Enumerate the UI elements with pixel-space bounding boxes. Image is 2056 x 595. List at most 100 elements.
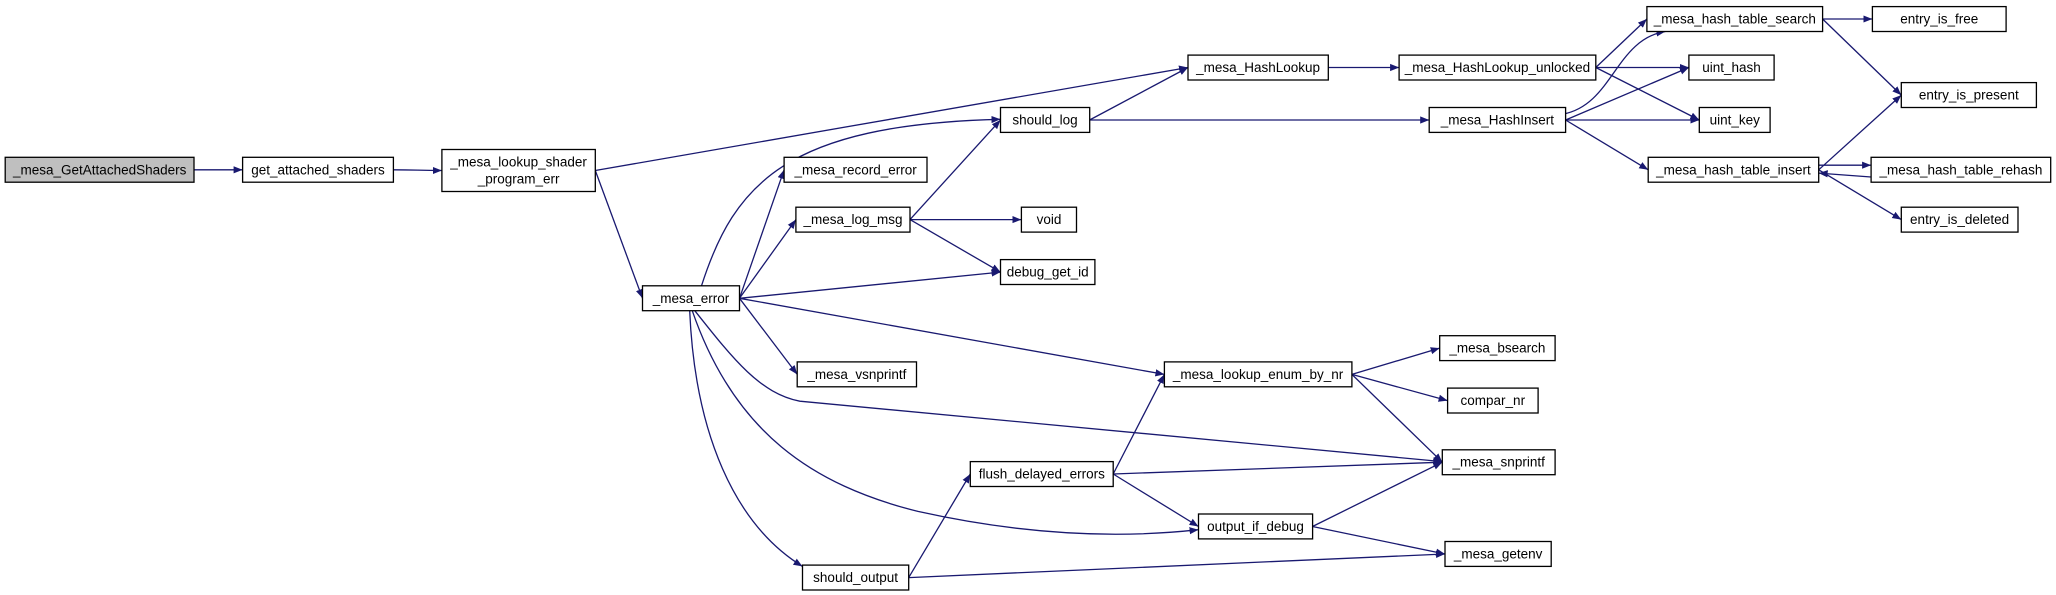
node-label: void (1037, 212, 1062, 227)
edge-n12-to-n9 (1565, 66, 1690, 121)
node-should-log[interactable]: should_log (999, 106, 1091, 134)
node-mesa-snprintf[interactable]: _mesa_snprintf (1441, 449, 1556, 476)
edge-n26-to-n27 (1312, 525, 1446, 556)
node-mesa-lookup-enum-by-nr[interactable]: _mesa_lookup_enum_by_nr (1163, 361, 1353, 388)
node-box (1647, 156, 1820, 183)
edge-n17-to-n19 (909, 219, 1001, 273)
node-box (1197, 513, 1314, 540)
node-void[interactable]: void (1020, 206, 1078, 233)
edge-line (738, 169, 785, 299)
edge-n13-to-n15 (1818, 169, 1902, 221)
edge-n4-to-n26 (691, 310, 1199, 535)
node-label: compar_nr (1461, 393, 1526, 408)
edge-line (393, 166, 442, 175)
node-mesa-hash-table-rehash[interactable]: _mesa_hash_table_rehash (1870, 156, 2052, 183)
node-label: flush_delayed_errors (979, 467, 1105, 482)
node-mesa-hash-table-insert[interactable]: _mesa_hash_table_insert (1647, 156, 1820, 183)
edge-line (1089, 66, 1189, 121)
node-get-attached-shaders[interactable]: get_attached_shaders (241, 156, 395, 183)
edge-n17-to-n11 (909, 119, 1001, 221)
node-flush-delayed-errors[interactable]: flush_delayed_errors (969, 460, 1114, 488)
node-label: output_if_debug (1207, 519, 1304, 534)
node-label: _mesa_HashLookup_unlocked (1404, 60, 1590, 75)
node-mesa-getenv[interactable]: _mesa_getenv (1444, 540, 1552, 568)
node-output-if-debug[interactable]: output_if_debug (1197, 513, 1314, 540)
edge-n26-to-n24 (1312, 461, 1443, 528)
edges-layer (194, 15, 1902, 579)
edge-line (1818, 169, 1902, 221)
node-box (999, 258, 1096, 286)
edge-n12-to-n13 (1565, 119, 1649, 171)
node-label: should_log (1012, 113, 1077, 128)
node-label: entry_is_deleted (1910, 212, 2009, 227)
edge-n4-to-n11 (700, 115, 1001, 286)
edge-n4-to-n20 (738, 297, 798, 375)
node-label: should_output (813, 570, 898, 585)
node-mesa-record-error[interactable]: _mesa_record_error (783, 156, 928, 183)
node-box (1428, 106, 1567, 134)
node-compar-nr[interactable]: compar_nr (1446, 387, 1539, 414)
node-box (1187, 54, 1329, 81)
edge-n12-to-n6 (1562, 29, 1666, 115)
node-label: _mesa_HashInsert (1440, 113, 1555, 128)
edge-n1-to-n2 (393, 166, 442, 175)
node-box (1871, 5, 2007, 33)
edge-line (908, 550, 1446, 579)
node-label: _mesa_snprintf (1452, 455, 1546, 470)
node-box (1444, 540, 1552, 568)
node-box (1698, 106, 1771, 134)
node-label: _mesa_vsnprintf (806, 367, 906, 382)
edge-line (738, 297, 798, 375)
node-box (1688, 54, 1775, 81)
node-uint-hash[interactable]: uint_hash (1688, 54, 1775, 81)
edge-line (1112, 374, 1165, 475)
edge-n4-to-n19 (739, 269, 1001, 299)
node-label: _mesa_hash_table_rehash (1878, 162, 2042, 177)
node-mesa-hashlookup-unlocked[interactable]: _mesa_HashLookup_unlocked (1398, 54, 1597, 81)
node-debug-get-id[interactable]: debug_get_id (999, 258, 1096, 286)
node-mesa-error[interactable]: _mesa_error (641, 285, 741, 312)
edge-n5-to-n6 (1595, 18, 1648, 68)
edge-line (738, 219, 797, 299)
node-box (441, 148, 596, 193)
node-mesa-hashinsert[interactable]: _mesa_HashInsert (1428, 106, 1567, 134)
node-mesa-hash-table-search[interactable]: _mesa_hash_table_search (1646, 5, 1824, 33)
edge-n2-to-n3 (595, 65, 1189, 172)
node-label: _mesa_getenv (1453, 547, 1543, 562)
edge-n2-to-n4 (594, 170, 644, 299)
node-label: entry_is_present (1919, 88, 2019, 103)
node-entry-is-present[interactable]: entry_is_present (1900, 81, 2038, 109)
node-mesa-getattachedshaders[interactable]: _mesa_GetAttachedShaders (4, 156, 195, 183)
edge-n4-to-n28 (689, 310, 803, 567)
node-label: get_attached_shaders (251, 162, 385, 177)
node-box (1439, 335, 1556, 362)
edge-n21-to-n23 (1351, 373, 1448, 402)
node-box (1900, 81, 2038, 109)
node-entry-is-deleted[interactable]: entry_is_deleted (1900, 206, 2019, 233)
edge-n21-to-n22 (1351, 347, 1440, 376)
edge-line (739, 297, 1165, 377)
node-box (4, 156, 195, 183)
node-label: _mesa_lookup_enum_by_nr (1172, 367, 1344, 382)
node-label: uint_key (1710, 113, 1761, 128)
edge-n6-to-n8 (1822, 18, 1902, 96)
edge-line (1112, 473, 1199, 528)
edge-n4-to-n21 (739, 297, 1165, 377)
node-mesa-vsnprintf[interactable]: _mesa_vsnprintf (796, 361, 918, 388)
node-mesa-hashlookup[interactable]: _mesa_HashLookup (1187, 54, 1329, 81)
node-mesa-log-msg[interactable]: _mesa_log_msg (795, 206, 911, 233)
node-should-output[interactable]: should_output (801, 564, 910, 591)
node-box (641, 285, 741, 312)
edge-line (1822, 18, 1902, 96)
node-label: _mesa_hash_table_search (1653, 12, 1816, 27)
edge-line (594, 170, 644, 299)
node-mesa-bsearch[interactable]: _mesa_bsearch (1439, 335, 1556, 362)
edge-line (1312, 525, 1446, 556)
node-uint-key[interactable]: uint_key (1698, 106, 1771, 134)
node-box (783, 156, 928, 183)
node-mesa-lookup-shader-program-err[interactable]: _mesa_lookup_shader_program_err (441, 148, 596, 193)
node-box (999, 106, 1091, 134)
node-label: debug_get_id (1007, 265, 1089, 280)
node-entry-is-free[interactable]: entry_is_free (1871, 5, 2007, 33)
